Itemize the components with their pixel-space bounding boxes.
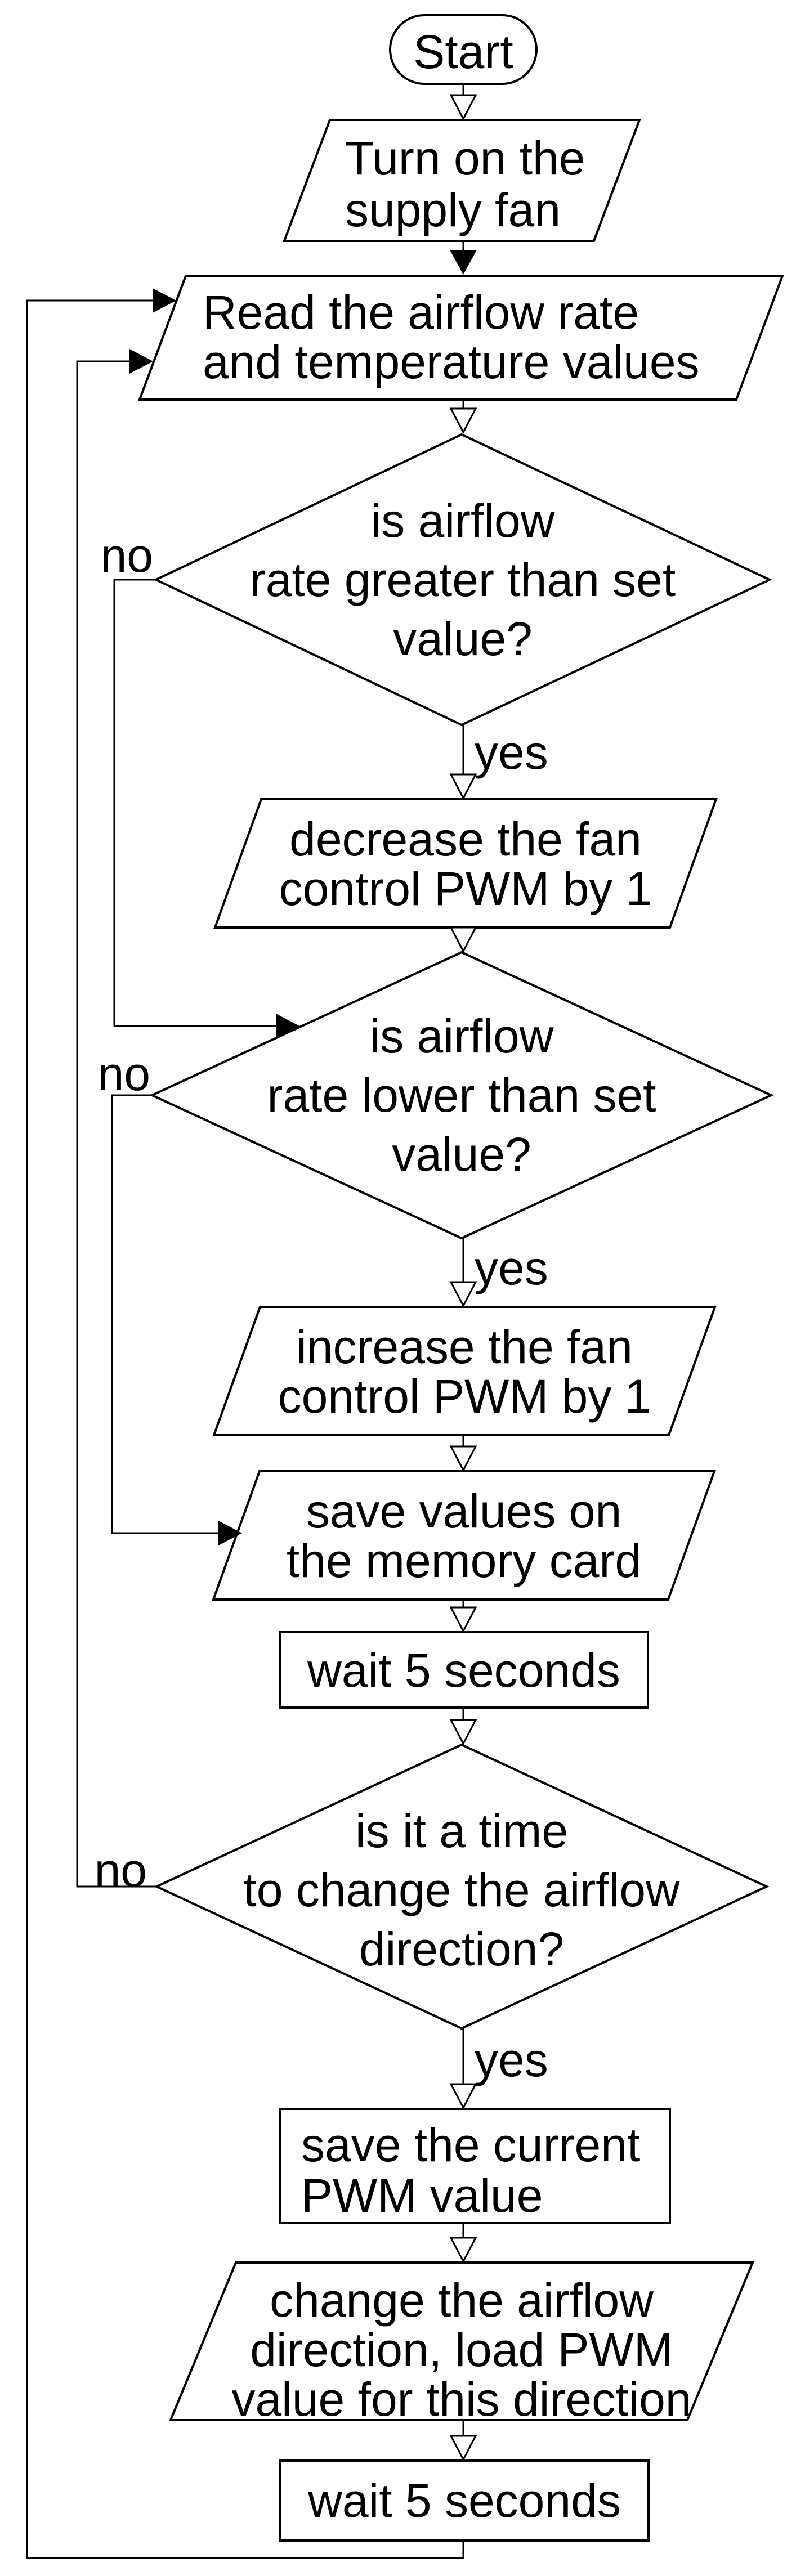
wait-2-label: wait 5 seconds	[308, 2474, 621, 2527]
check3-yes-label: yes	[475, 2033, 548, 2086]
arrowhead-no1-into-check2	[276, 1014, 299, 1038]
arrowhead-into-check3	[449, 1719, 477, 1746]
open-arrowheads	[449, 94, 477, 2462]
arrowhead-into-wait1	[449, 1606, 477, 1633]
arrowhead-into-decrease	[449, 773, 477, 800]
check1-yes-label: yes	[475, 726, 548, 779]
decrease-pwm-shape	[213, 798, 718, 929]
arrowhead-loop-into-read	[153, 288, 176, 313]
check-lower-shape	[149, 951, 774, 1240]
save-pwm-shape	[279, 2108, 671, 2224]
increase-pwm-label: increase the fan control PWM by 1	[278, 1320, 651, 1423]
change-dir-label: change the airflow direction, load PWM v…	[231, 2274, 692, 2426]
start-label: Start	[413, 25, 513, 78]
flow-connectors	[26, 84, 464, 2559]
arrowhead-into-savepwm	[449, 2083, 477, 2110]
wait-1-label: wait 5 seconds	[307, 1644, 620, 1697]
arrowhead-into-wait2	[449, 2435, 477, 2462]
edge-loop-outer	[26, 299, 464, 2559]
read-values-label: Read the airflow rate and temperature va…	[203, 286, 700, 388]
save-values-shape	[212, 1470, 716, 1601]
wait-2-shape	[279, 2459, 650, 2542]
change-dir-shape	[169, 2261, 754, 2421]
check1-no-label: no	[100, 529, 153, 582]
check3-no-label: no	[94, 1844, 147, 1897]
check-greater-label: is airflow rate greater than set value?	[249, 494, 676, 665]
arrowhead-no2-into-savevalues	[218, 1521, 242, 1545]
check2-yes-label: yes	[475, 1242, 548, 1294]
edge-check1-no	[113, 579, 276, 1027]
arrowhead-into-change	[449, 2237, 477, 2264]
arrowhead-turnon-read	[450, 250, 477, 275]
arrowhead-into-check1	[449, 407, 477, 434]
arrowhead-into-check2	[449, 926, 477, 953]
turn-on-fan-label: Turn on the supply fan	[345, 132, 585, 236]
check-time-shape	[154, 1743, 770, 2030]
increase-pwm-shape	[212, 1306, 717, 1436]
arrowhead-no3-into-read	[129, 349, 153, 374]
filled-arrowheads	[129, 250, 477, 1545]
check2-no-label: no	[97, 1047, 150, 1100]
save-values-label: save values on the memory card	[286, 1485, 642, 1587]
arrowhead-into-turnon	[449, 94, 477, 121]
edge-check2-no	[111, 1094, 221, 1534]
arrowhead-into-increase	[449, 1281, 477, 1308]
check-greater-shape	[153, 433, 772, 727]
save-pwm-label: save the current PWM value	[301, 2118, 641, 2222]
check-time-label: is it a time to change the airflow direc…	[243, 1804, 680, 1975]
read-values-shape	[138, 275, 784, 401]
turn-on-fan-shape	[283, 119, 641, 242]
edge-check3-no	[76, 360, 156, 1888]
wait-1-shape	[279, 1631, 649, 1709]
decrease-pwm-label: decrease the fan control PWM by 1	[279, 813, 652, 915]
arrowhead-into-savevalues	[449, 1445, 477, 1472]
check-lower-label: is airflow rate lower than set value?	[267, 1010, 656, 1181]
